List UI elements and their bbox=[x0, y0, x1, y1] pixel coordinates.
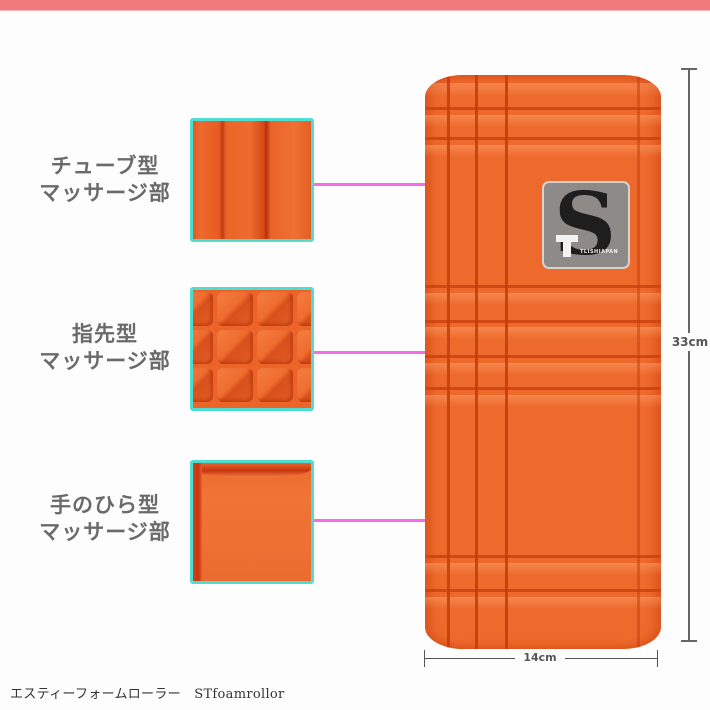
callout-line-palm bbox=[314, 519, 482, 522]
height-dimension-line bbox=[688, 68, 690, 641]
foam-roller-image bbox=[425, 75, 661, 649]
product-caption: エスティーフォームローラー STfoamrollor bbox=[10, 687, 285, 702]
width-dimension-cap-left bbox=[424, 650, 425, 667]
feature-title: 指先型 bbox=[72, 322, 138, 346]
feature-label-finger: 指先型 マッサージ部 bbox=[20, 321, 190, 375]
feature-thumbnail-palm bbox=[190, 460, 314, 584]
feature-thumbnail-finger bbox=[190, 287, 314, 411]
height-dimension-cap-top bbox=[681, 68, 697, 70]
width-dimension-label: 14cm bbox=[515, 650, 565, 666]
feature-title: 手のひら型 bbox=[50, 493, 160, 517]
feature-label-palm: 手のひら型 マッサージ部 bbox=[20, 492, 190, 546]
callout-line-finger bbox=[314, 351, 444, 354]
feature-label-tube: チューブ型 マッサージ部 bbox=[20, 153, 190, 207]
feature-subtitle: マッサージ部 bbox=[39, 520, 171, 544]
feature-title: チューブ型 bbox=[50, 154, 160, 178]
height-dimension-label: 33cm bbox=[670, 333, 710, 351]
top-band bbox=[0, 0, 710, 11]
feature-subtitle: マッサージ部 bbox=[39, 181, 171, 205]
callout-line-tube bbox=[314, 183, 444, 186]
feature-subtitle: マッサージ部 bbox=[39, 349, 171, 373]
logo-t-icon bbox=[556, 235, 578, 257]
feature-thumbnail-tube bbox=[190, 118, 314, 242]
height-dimension-cap-bottom bbox=[681, 640, 697, 642]
logo-letter: S bbox=[554, 174, 617, 275]
brand-logo: S TLISHIAPAN bbox=[542, 175, 630, 275]
logo-brand-text: TLISHIAPAN bbox=[580, 249, 619, 255]
width-dimension-cap-right bbox=[657, 650, 658, 667]
